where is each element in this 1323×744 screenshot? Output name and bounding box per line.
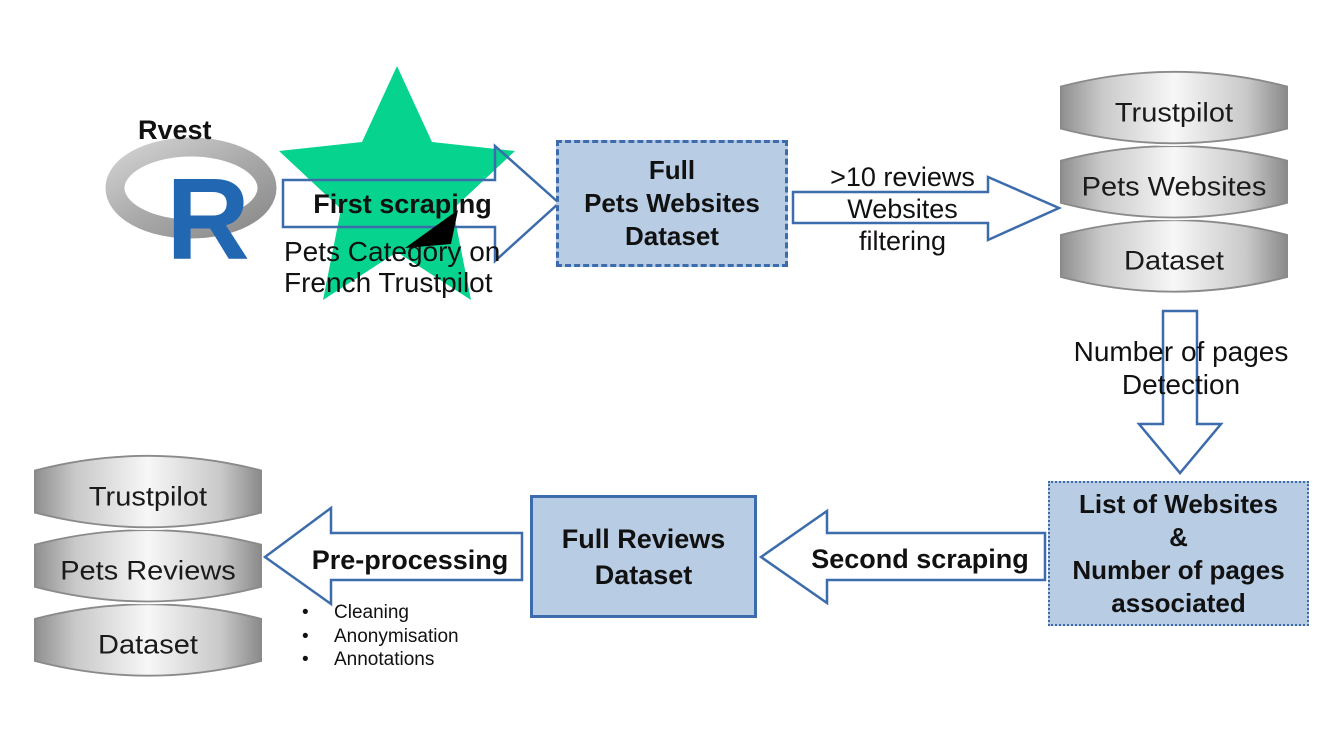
full-pets-box-line1: Full bbox=[648, 155, 696, 185]
list-box-line3: Number of pages bbox=[1072, 554, 1285, 585]
database-websites-icon: Trustpilot Pets Websites Dataset bbox=[1059, 70, 1289, 295]
database-reviews-icon: Trustpilot Pets Reviews Dataset bbox=[33, 454, 263, 679]
full-reviews-dataset-box: Full Reviews Dataset bbox=[530, 495, 757, 618]
bullet-text-anonymisation: Anonymisation bbox=[334, 625, 459, 647]
bullet-dot-icon: • bbox=[302, 625, 309, 647]
full-pets-websites-dataset-box: Full Pets Websites Dataset bbox=[556, 140, 788, 267]
db-bottom-segment-1 bbox=[33, 454, 263, 530]
full-reviews-line2: Dataset bbox=[594, 559, 693, 590]
filtering-line3: filtering bbox=[858, 226, 947, 256]
db-top-segment-3 bbox=[1059, 217, 1289, 295]
filtering-arrow-label: >10 reviews Websites filtering bbox=[790, 161, 1015, 257]
db-top-segment-2 bbox=[1059, 143, 1289, 221]
full-reviews-line1: Full Reviews bbox=[561, 523, 726, 554]
db-bottom-label-3: Dataset bbox=[98, 630, 198, 660]
filtering-line1: >10 reviews bbox=[830, 162, 975, 192]
bullet-item: • Cleaning bbox=[296, 601, 516, 625]
full-pets-box-line3: Dataset bbox=[625, 221, 719, 251]
pre-processing-arrow bbox=[262, 505, 524, 607]
second-scraping-label: Second scraping bbox=[811, 544, 1029, 574]
filtering-line2: Websites bbox=[847, 194, 958, 224]
pre-processing-bullet-list: • Cleaning • Anonymisation • Annotations bbox=[296, 601, 516, 672]
list-of-websites-box: List of Websites & Number of pages assoc… bbox=[1048, 481, 1309, 626]
list-box-line1: List of Websites bbox=[1079, 488, 1278, 519]
rvest-label: Rvest bbox=[138, 115, 212, 145]
pets-category-note-line1: Pets Category on bbox=[284, 236, 501, 267]
list-box-line2: & bbox=[1169, 521, 1188, 552]
first-scraping-arrow bbox=[281, 143, 561, 264]
db-top-label-1: Trustpilot bbox=[1115, 97, 1233, 127]
db-bottom-label-1: Trustpilot bbox=[89, 481, 207, 511]
pets-category-note-line2: French Trustpilot bbox=[284, 267, 493, 298]
second-scraping-arrow bbox=[758, 508, 1047, 606]
filtering-arrow bbox=[791, 175, 1063, 242]
pages-detection-label: Number of pages Detection bbox=[1048, 335, 1314, 401]
star-notch-icon bbox=[405, 210, 458, 248]
db-bottom-label-2: Pets Reviews bbox=[60, 556, 236, 586]
r-logo-icon: R bbox=[105, 137, 277, 277]
db-top-label-3: Dataset bbox=[1124, 246, 1224, 276]
r-logo-letter: R bbox=[166, 154, 250, 277]
bullet-item: • Annotations bbox=[296, 648, 516, 672]
db-top-segment-1 bbox=[1059, 70, 1289, 146]
full-pets-box-line2: Pets Websites bbox=[584, 188, 760, 218]
bullet-text-annotations: Annotations bbox=[334, 649, 435, 670]
pages-detection-line1: Number of pages bbox=[1073, 336, 1289, 367]
r-logo-ring bbox=[105, 137, 277, 239]
first-scraping-label: First scraping bbox=[313, 189, 492, 219]
pages-detection-line2: Detection bbox=[1121, 369, 1241, 400]
bullet-dot-icon: • bbox=[302, 649, 309, 670]
bullet-dot-icon: • bbox=[302, 602, 309, 623]
trustpilot-star-icon bbox=[279, 66, 515, 300]
list-box-line4: associated bbox=[1111, 587, 1246, 618]
bullet-text-cleaning: Cleaning bbox=[334, 602, 409, 623]
pets-category-note: Pets Category on French Trustpilot bbox=[284, 236, 534, 298]
db-bottom-segment-3 bbox=[33, 601, 263, 679]
bullet-item: • Anonymisation bbox=[296, 625, 516, 649]
db-bottom-segment-2 bbox=[33, 527, 263, 605]
pages-detection-arrow bbox=[1136, 309, 1224, 475]
pre-processing-label: Pre-processing bbox=[311, 545, 509, 575]
db-top-label-2: Pets Websites bbox=[1082, 172, 1267, 202]
